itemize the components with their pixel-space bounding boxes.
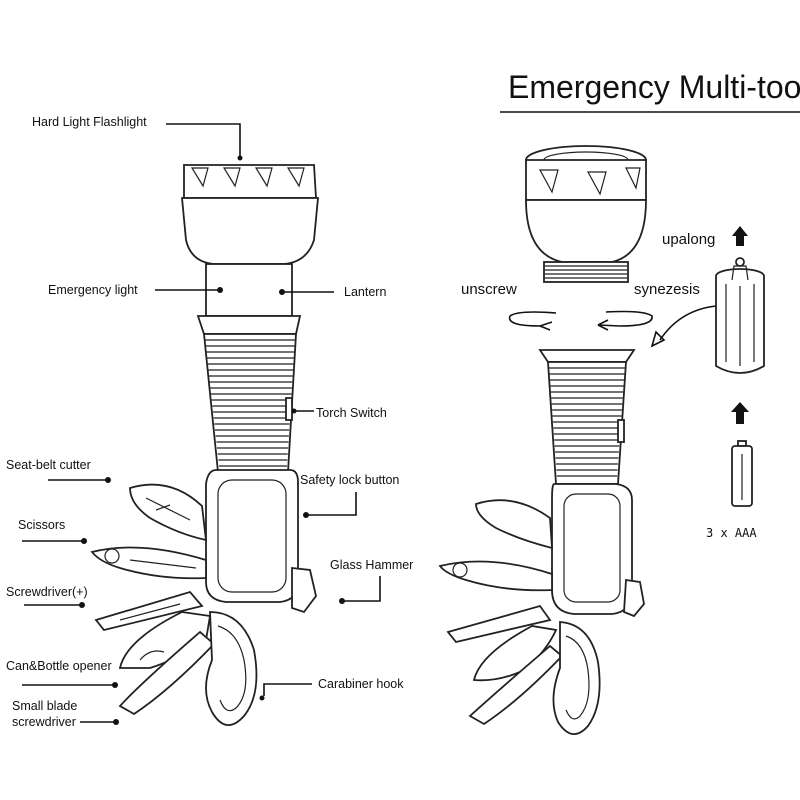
detached-head bbox=[525, 145, 647, 283]
label-can-bottle-opener: Can&Bottle opener bbox=[6, 659, 112, 673]
left-callouts: Hard Light Flashlight Emergency light La… bbox=[6, 115, 413, 729]
label-screwdriver: Screwdriver(+) bbox=[6, 585, 88, 599]
carabiner-hook bbox=[205, 611, 258, 726]
label-carabiner-hook: Carabiner hook bbox=[318, 677, 404, 691]
label-emergency-light: Emergency light bbox=[48, 283, 138, 297]
label-upalong: upalong bbox=[662, 231, 715, 248]
flashlight-body bbox=[181, 197, 319, 265]
aaa-battery bbox=[731, 440, 753, 507]
seat-belt-cutter bbox=[129, 483, 208, 542]
label-unscrew: unscrew bbox=[461, 281, 517, 298]
screwdriver-blade bbox=[94, 590, 204, 632]
right-handle-body bbox=[438, 349, 645, 735]
label-battery-count: 3 x AAA bbox=[706, 526, 757, 540]
label-lantern: Lantern bbox=[344, 285, 386, 299]
lower-handle bbox=[205, 469, 299, 603]
label-hard-light: Hard Light Flashlight bbox=[32, 115, 147, 129]
ribbed-grip bbox=[203, 333, 297, 473]
label-glass-hammer: Glass Hammer bbox=[330, 558, 413, 572]
battery-insert-arrow bbox=[731, 402, 749, 424]
label-small-blade-screwdriver: screwdriver bbox=[12, 715, 76, 729]
label-synezesis: synezesis bbox=[634, 281, 700, 298]
battery-holder bbox=[715, 257, 765, 374]
torch-switch bbox=[285, 397, 293, 421]
label-seat-belt-cutter: Seat-belt cutter bbox=[6, 458, 91, 472]
label-small-blade: Small blade bbox=[12, 699, 77, 713]
insert-arrow bbox=[659, 305, 717, 341]
glass-hammer bbox=[291, 566, 317, 614]
unscrew-arrows bbox=[508, 310, 653, 331]
assembled-multitool bbox=[90, 164, 319, 726]
label-safety-lock: Safety lock button bbox=[300, 473, 399, 487]
label-scissors: Scissors bbox=[18, 518, 65, 532]
diagram-title: Emergency Multi-tool bbox=[508, 69, 800, 105]
upalong-arrow bbox=[732, 226, 748, 246]
grip-top bbox=[196, 315, 302, 335]
head-thread bbox=[543, 261, 629, 283]
label-torch-switch: Torch Switch bbox=[316, 406, 387, 420]
